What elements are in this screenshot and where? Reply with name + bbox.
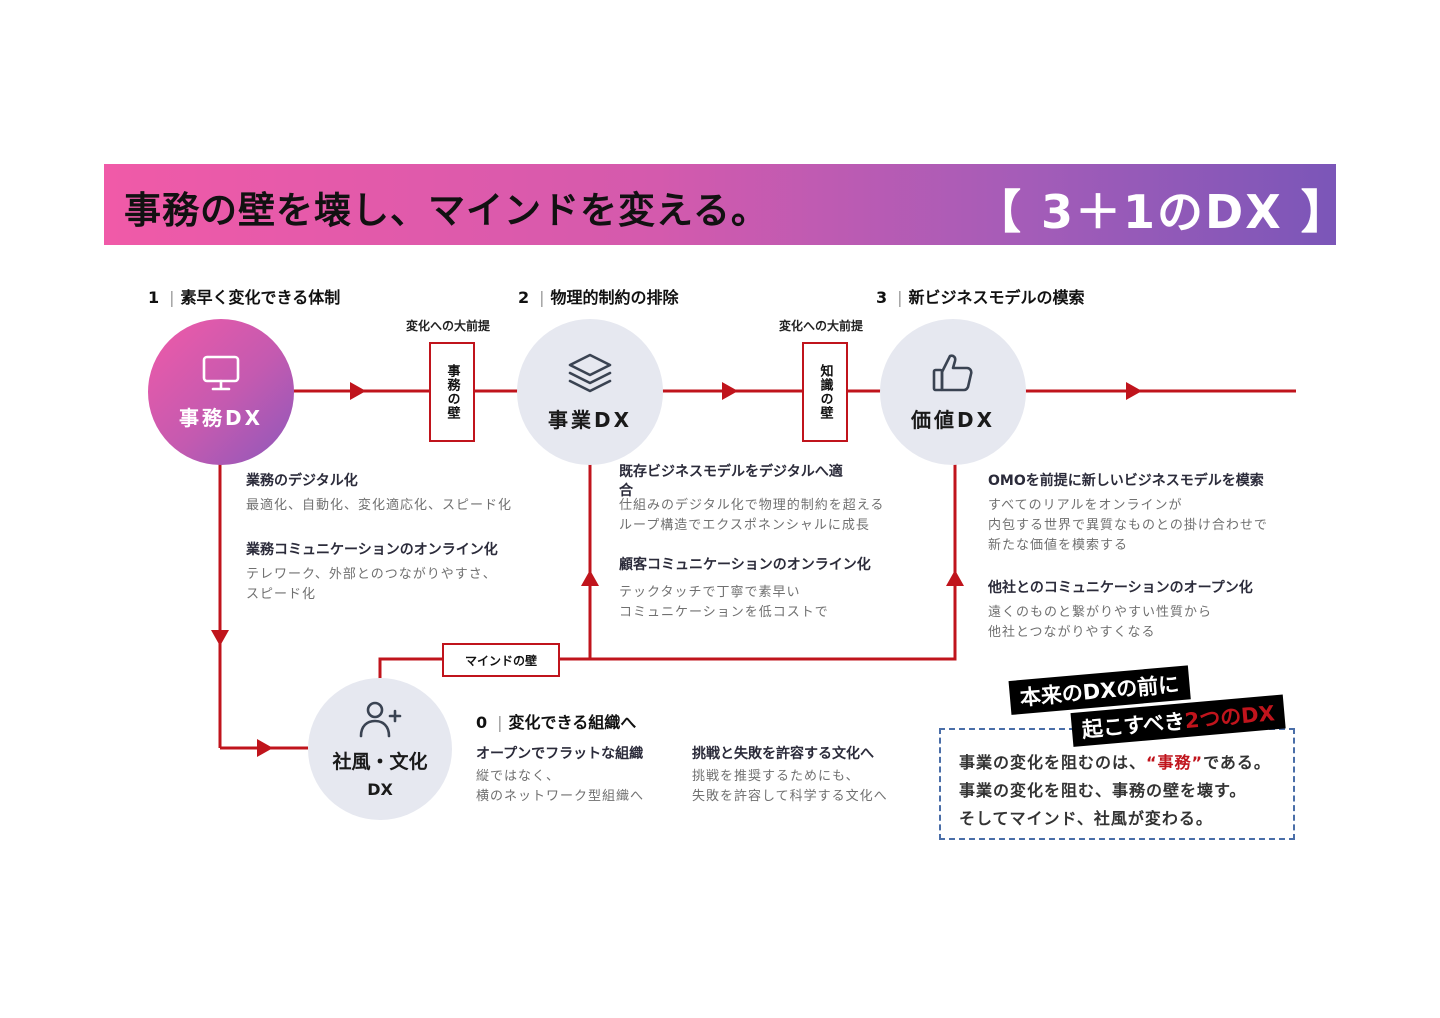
title-banner [104, 164, 1336, 245]
step2-text-1a: 仕組みのデジタル化で物理的制約を超える [619, 498, 885, 513]
node-label: 社風・文化 [332, 751, 428, 773]
step-0-title: 0|変化できる組織へ [476, 713, 637, 732]
callout-line-3: そしてマインド、社風が変わる。 [959, 809, 1213, 828]
arrow-right-1 [350, 382, 366, 400]
culture-text-1b: 横のネットワーク型組織へ [476, 789, 645, 804]
step1-text-2a: テレワーク、外部とのつながりやすさ、 [246, 567, 497, 582]
arrow-up-step2 [581, 570, 599, 586]
step2-heading-2: 顧客コミュニケーションのオンライン化 [619, 557, 871, 573]
node-jigyo-dx: 事業DX [517, 319, 663, 465]
wall-mind: マインドの壁 [442, 643, 560, 677]
node-jimu-dx: 事務DX [148, 319, 294, 465]
step2-text-2b: コミュニケーションを低コストで [619, 605, 829, 620]
node-culture-dx: 社風・文化 DX [308, 678, 452, 820]
callout-box [939, 728, 1295, 840]
arrow-up-step3 [946, 570, 964, 586]
culture-text-2a: 挑戦を推奨するためにも、 [692, 769, 860, 784]
step3-text-1c: 新たな価値を模索する [988, 538, 1129, 553]
wall-jimu: 事務の壁 [429, 342, 475, 442]
step2-heading-1b: 合 [619, 483, 633, 499]
node-label-dx: DX [367, 780, 393, 799]
step3-heading-2: 他社とのコミュニケーションのオープン化 [988, 580, 1253, 596]
banner-title: 事務の壁を壊し、マインドを変える。 [124, 189, 769, 232]
banner-badge: 【 3＋1のDX 】 [975, 185, 1349, 239]
node-label: 事務DX [178, 405, 264, 430]
step2-text-2a: テックタッチで丁寧で素早い [619, 585, 801, 600]
wall-1-caption: 変化への大前提 [406, 319, 491, 333]
step3-text-2b: 他社とつながりやすくなる [988, 625, 1156, 640]
thumbs-up-icon [931, 352, 975, 398]
step1-text-2b: スピード化 [246, 587, 317, 602]
culture-text-2b: 失敗を許容して科学する文化へ [692, 789, 888, 804]
monitor-icon [201, 354, 241, 396]
node-label: 価値DX [910, 407, 996, 432]
step2-heading-1a: 既存ビジネスモデルをデジタルへ適 [619, 464, 843, 480]
culture-heading-2: 挑戦と失敗を許容する文化へ [692, 746, 874, 762]
callout-line-1: 事業の変化を阻むのは、“事務”である。 [959, 753, 1271, 772]
wall-chishiki: 知識の壁 [802, 342, 848, 442]
callout-line-2: 事業の変化を阻む、事務の壁を壊す。 [959, 781, 1247, 800]
step3-heading-1: OMOを前提に新しいビジネスモデルを模索 [988, 473, 1264, 489]
culture-heading-1: オープンでフラットな組織 [476, 746, 644, 762]
step3-text-1b: 内包する世界で異質なものとの掛け合わせで [988, 518, 1268, 533]
step1-text-1: 最適化、自動化、変化適応化、スピード化 [246, 498, 513, 513]
arrow-down [211, 630, 229, 646]
wall-2-caption: 変化への大前提 [779, 319, 864, 333]
step-3-title: 3|新ビジネスモデルの模索 [876, 288, 1085, 307]
step-2-title: 2|物理的制約の排除 [518, 288, 679, 307]
step3-text-1a: すべてのリアルをオンラインが [988, 498, 1183, 513]
layers-icon [567, 352, 613, 398]
mind-flow-line [378, 462, 957, 680]
arrow-right-culture [257, 739, 273, 757]
culture-text-1a: 縦ではなく、 [476, 769, 561, 784]
arrow-right-2 [722, 382, 738, 400]
arrow-right-3 [1126, 382, 1142, 400]
node-kachi-dx: 価値DX [880, 319, 1026, 465]
step1-heading-1: 業務のデジタル化 [246, 473, 358, 489]
step-1-title: 1|素早く変化できる体制 [148, 288, 341, 307]
step3-text-2a: 遠くのものと繋がりやすい性質から [988, 605, 1213, 620]
add-user-icon [358, 699, 402, 743]
step2-text-1b: ループ構造でエクスポネンシャルに成長 [619, 518, 870, 533]
node-label: 事業DX [547, 407, 633, 432]
step1-heading-2: 業務コミュニケーションのオンライン化 [246, 542, 498, 558]
